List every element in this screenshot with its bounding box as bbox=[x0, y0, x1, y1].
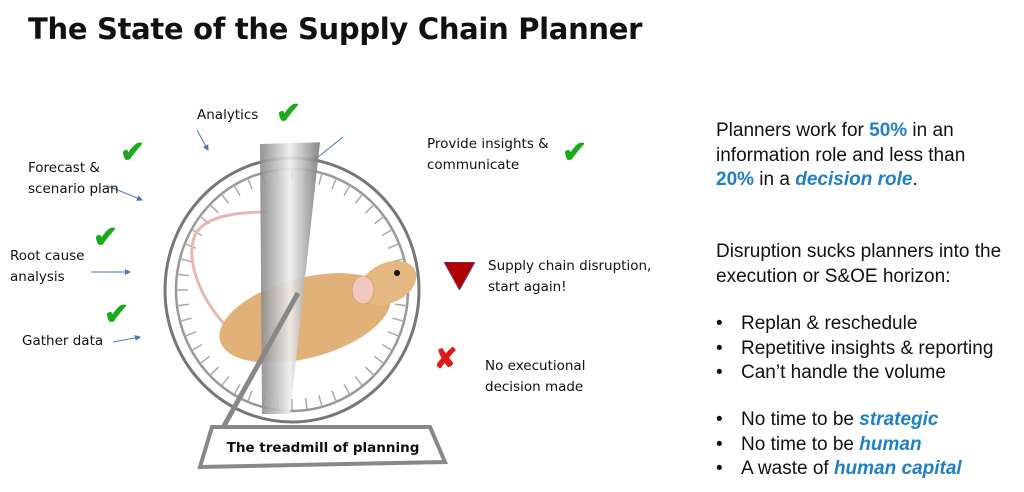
list-item: No time to be strategic bbox=[716, 408, 962, 433]
text: in an information role and less than bbox=[716, 120, 966, 166]
wheel-rung bbox=[387, 331, 400, 337]
label-line: start again! bbox=[488, 279, 567, 295]
wheel-rung bbox=[343, 184, 351, 196]
emphasis: strategic bbox=[859, 409, 939, 430]
text: in a bbox=[754, 169, 796, 190]
label-line: Supply chain disruption, bbox=[488, 258, 652, 274]
wheel-rung bbox=[304, 397, 308, 411]
step-label-forecast: Forecast & scenario plan bbox=[28, 158, 119, 200]
arrow-gather bbox=[112, 334, 141, 343]
list-item: Repetitive insights & reporting bbox=[716, 337, 993, 362]
step-label-gather-data: Gather data bbox=[22, 333, 104, 349]
list-item: No time to be human bbox=[716, 433, 962, 458]
wheel-rung bbox=[176, 303, 189, 307]
wheel-rung bbox=[176, 273, 189, 277]
wheel-rung bbox=[365, 366, 375, 377]
wheel-rung bbox=[374, 355, 385, 365]
stat-20: 20% bbox=[716, 169, 755, 190]
wheel-rung bbox=[184, 331, 197, 337]
list-item: Replan & reschedule bbox=[716, 312, 993, 337]
diagram-caption: The treadmill of planning bbox=[226, 440, 420, 456]
check-icon: ✔ bbox=[104, 298, 130, 331]
wheel-rung bbox=[343, 384, 351, 396]
mouse-tail bbox=[190, 210, 269, 332]
disruption-label: Supply chain disruption, start again! bbox=[488, 256, 651, 298]
list-item: A waste of human capital bbox=[716, 457, 962, 482]
disruption-paragraph: Disruption sucks planners into the execu… bbox=[716, 241, 1002, 287]
label-line: scenario plan bbox=[28, 181, 119, 197]
wheel-rung bbox=[318, 395, 323, 408]
bullet-list-1: Replan & reschedule Repetitive insights … bbox=[716, 312, 993, 386]
slide-title: The State of the Supply Chain Planner bbox=[28, 12, 643, 46]
red-x-icon: ✘ bbox=[434, 343, 458, 374]
wheel-axle-bar bbox=[260, 142, 320, 414]
text: No time to be bbox=[741, 433, 860, 455]
list-item: Can’t handle the volume bbox=[716, 361, 993, 386]
stand-base bbox=[197, 425, 449, 470]
step-label-insights: Provide insights & communicate bbox=[427, 134, 549, 176]
wheel-rung bbox=[331, 177, 338, 190]
wheel-rung bbox=[209, 366, 219, 377]
wheel-rung bbox=[381, 343, 393, 352]
step-label-analytics: Analytics bbox=[197, 107, 259, 123]
wheel-rung bbox=[374, 215, 385, 225]
step-label-root-cause: Root cause analysis bbox=[10, 246, 84, 288]
wheel-rung bbox=[179, 257, 192, 263]
wheel-rung bbox=[233, 184, 241, 196]
check-icon: ✔ bbox=[120, 136, 146, 169]
wheel-rung bbox=[365, 203, 375, 214]
label-line: Forecast & bbox=[28, 160, 100, 176]
wheel-rung bbox=[354, 193, 364, 204]
arrow-analytics bbox=[196, 129, 209, 151]
wheel-rung bbox=[179, 317, 192, 323]
wheel-rung bbox=[354, 376, 364, 387]
label-line: communicate bbox=[427, 157, 520, 173]
label-line: No executional bbox=[485, 358, 586, 374]
wheel-rung bbox=[387, 243, 400, 249]
no-decision-label: No executional decision made bbox=[485, 356, 585, 398]
wheel-rung bbox=[209, 203, 219, 214]
emphasis: decision role bbox=[795, 169, 913, 190]
wheel-rung bbox=[233, 384, 241, 396]
label-line: analysis bbox=[10, 269, 65, 285]
wheel-rung bbox=[199, 355, 210, 365]
wheel-rung bbox=[331, 390, 338, 403]
check-icon: ✔ bbox=[93, 221, 119, 254]
wheel-rung bbox=[246, 177, 253, 190]
hamster-wheel-illustration bbox=[91, 129, 449, 470]
wheel-rung bbox=[220, 376, 230, 387]
text: A waste of bbox=[741, 458, 834, 479]
wheel-rung bbox=[220, 193, 230, 204]
text: No time to be bbox=[741, 409, 860, 430]
planner-stat-paragraph: Planners work for 50% in an information … bbox=[716, 119, 1006, 193]
text: . bbox=[912, 169, 918, 190]
label-line: Provide insights & bbox=[427, 136, 549, 152]
label-line: Root cause bbox=[10, 248, 85, 264]
bullet-list-2: No time to be strategic No time to be hu… bbox=[716, 408, 962, 482]
wheel-rung bbox=[191, 343, 203, 352]
emphasis: human bbox=[859, 433, 922, 455]
wheel-rung bbox=[395, 303, 408, 307]
wheel-rung bbox=[318, 172, 323, 185]
arrow-forecast bbox=[107, 185, 143, 201]
check-icon: ✔ bbox=[562, 136, 588, 169]
emphasis: human capital bbox=[833, 458, 962, 479]
red-triangle-icon bbox=[444, 262, 475, 290]
text: Planners work for bbox=[716, 120, 870, 141]
wheel bbox=[163, 142, 449, 470]
stat-50: 50% bbox=[869, 120, 908, 141]
wheel-rung bbox=[184, 243, 197, 249]
check-icon: ✔ bbox=[276, 97, 302, 130]
wheel-rung bbox=[381, 228, 393, 237]
wheel-rung bbox=[392, 317, 405, 323]
wheel-rung bbox=[246, 390, 253, 403]
label-line: decision made bbox=[485, 379, 584, 395]
